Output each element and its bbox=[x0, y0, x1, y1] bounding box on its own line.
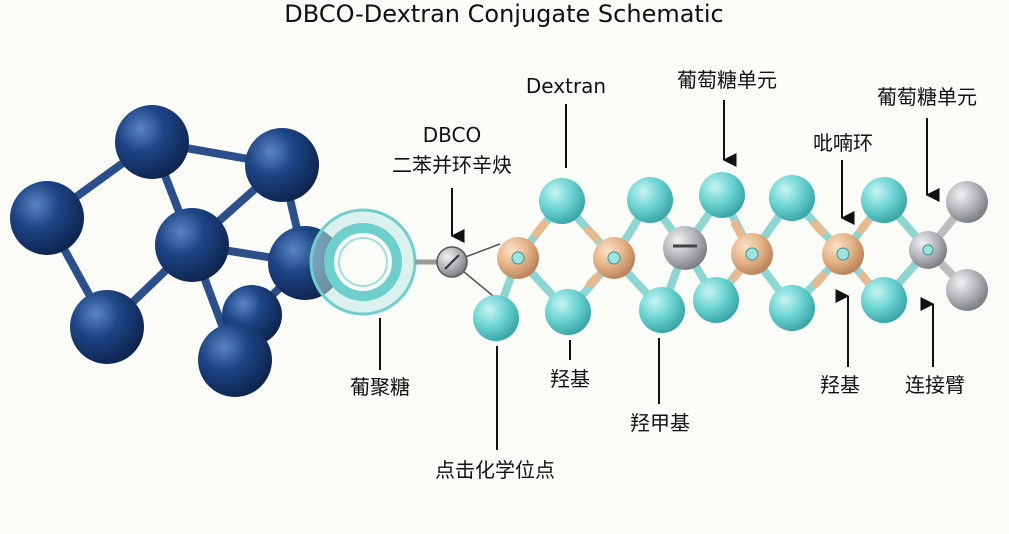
linker-atom bbox=[946, 269, 988, 311]
dbco-atom bbox=[155, 208, 229, 282]
dbco-chinese-label: 二苯并环辛炔 bbox=[392, 153, 512, 177]
linker-arm-label: 连接臂 bbox=[905, 373, 965, 397]
dbco-atom bbox=[10, 181, 84, 255]
oxygen-atom bbox=[639, 287, 685, 333]
oxygen-atom bbox=[861, 277, 907, 323]
glucose-unit-1-label: 葡萄糖单元 bbox=[677, 68, 777, 92]
glucose-unit-2-label: 葡萄糖单元 bbox=[877, 85, 977, 109]
hydroxyl-2-label: 羟基 bbox=[820, 373, 860, 397]
click-site-label: 点击化学位点 bbox=[435, 458, 555, 482]
oxygen-atom bbox=[861, 177, 907, 223]
oxygen-atom bbox=[473, 295, 519, 341]
dextran-atoms bbox=[436, 172, 988, 341]
oxygen-atom bbox=[539, 178, 585, 224]
dbco-atom bbox=[70, 290, 144, 364]
dextran-label: Dextran bbox=[526, 74, 606, 98]
hydroxymethyl-atom bbox=[663, 226, 707, 270]
oxygen-atom bbox=[769, 285, 815, 331]
oxygen-atom bbox=[627, 177, 673, 223]
glucan-ring bbox=[309, 208, 417, 316]
glucan-label: 葡聚糖 bbox=[350, 375, 410, 399]
dbco-atoms bbox=[10, 105, 342, 397]
hydroxymethyl-label: 羟甲基 bbox=[630, 411, 690, 435]
hydroxyl-1-label: 羟基 bbox=[550, 367, 590, 391]
oxygen-atom bbox=[699, 172, 745, 218]
oxygen-atom bbox=[545, 289, 591, 335]
labels: DBCO 二苯并环辛炔 Dextran 葡萄糖单元 吡喃环 葡萄糖单元 葡聚糖 … bbox=[350, 68, 977, 482]
pyran-ring-label: 吡喃环 bbox=[813, 131, 873, 155]
dbco-atom bbox=[115, 105, 189, 179]
diagram-title: DBCO-Dextran Conjugate Schematic bbox=[284, 0, 723, 28]
dbco-atom bbox=[245, 128, 319, 202]
dbco-atom bbox=[198, 323, 272, 397]
leader-lines bbox=[379, 100, 940, 450]
oxygen-atom bbox=[693, 277, 739, 323]
linker-atom bbox=[946, 181, 988, 223]
oxygen-atom bbox=[769, 175, 815, 221]
dbco-label: DBCO bbox=[423, 123, 481, 147]
